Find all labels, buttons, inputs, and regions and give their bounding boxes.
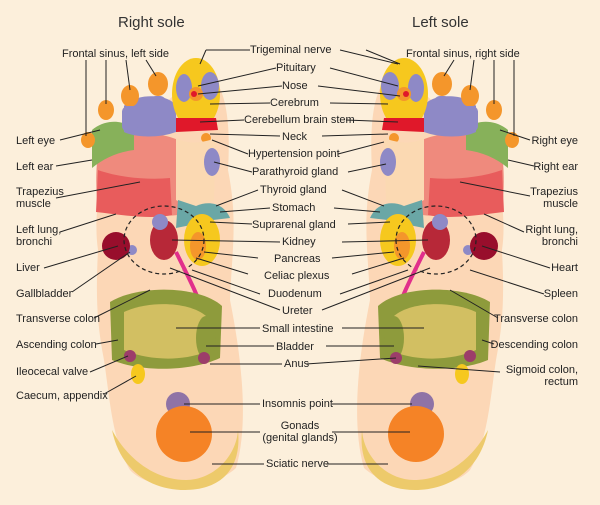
label-cerebellum: Cerebellum brain stem: [244, 114, 355, 126]
label-descending-colon: Descending colon: [490, 339, 578, 351]
label-right-lung: Right lung, bronchi: [500, 224, 578, 248]
label-trapezius-left-line1: Trapezius: [16, 186, 64, 198]
label-neck: Neck: [282, 131, 308, 143]
label-suprarenal-gland: Suprarenal gland: [252, 219, 336, 231]
label-left-ear: Left ear: [16, 161, 54, 173]
label-left-lung-line2: bronchi: [16, 236, 53, 248]
label-pancreas: Pancreas: [274, 253, 321, 265]
label-trapezius-left-line2: muscle: [16, 198, 51, 210]
label-small-intestine: Small intestine: [262, 323, 334, 335]
label-caecum-appendix: Caecum, appendix: [16, 390, 108, 402]
label-insomnia-point: Insomnis point: [262, 398, 333, 410]
label-trigeminal-nerve: Trigeminal nerve: [250, 44, 332, 56]
label-transverse-colon-left: Transverse colon: [16, 313, 100, 325]
label-right-lung-line2: bronchi: [541, 236, 578, 248]
label-sigmoid-line2: rectum: [544, 376, 578, 388]
label-ascending-colon: Ascending colon: [16, 339, 97, 351]
title-left-sole: Left sole: [412, 14, 469, 31]
label-sigmoid-line1: Sigmoid colon,: [505, 364, 578, 376]
label-right-ear: Right ear: [533, 161, 578, 173]
label-left-lung-line1: Left lung,: [16, 224, 62, 236]
label-ureter: Ureter: [282, 305, 313, 317]
label-ileocecal-valve: Ileocecal valve: [16, 366, 89, 378]
label-trapezius-right-line2: muscle: [543, 198, 578, 210]
label-heart: Heart: [551, 262, 578, 274]
label-left-eye: Left eye: [16, 135, 56, 147]
label-trapezius-right-line1: Trapezius: [530, 186, 578, 198]
label-gonads-line2: (genital glands): [262, 432, 338, 444]
label-bladder: Bladder: [276, 341, 314, 353]
label-gonads-line1: Gonads: [280, 420, 320, 432]
label-frontal-sinus-left: Frontal sinus, left side: [62, 48, 169, 60]
label-spleen: Spleen: [543, 288, 578, 300]
label-sigmoid-colon: Sigmoid colon, rectum: [480, 364, 578, 388]
label-parathyroid-gland: Parathyroid gland: [252, 166, 339, 178]
label-trapezius-right: Trapezius muscle: [500, 186, 578, 210]
label-thyroid-gland: Thyroid gland: [260, 184, 327, 196]
label-frontal-sinus-right: Frontal sinus, right side: [406, 48, 520, 60]
leader-lines: [43, 49, 551, 465]
label-anus: Anus: [284, 358, 310, 370]
label-right-eye: Right eye: [531, 135, 578, 147]
label-pituitary: Pituitary: [276, 62, 316, 74]
label-gallbladder: Gallbladder: [16, 288, 73, 300]
label-liver: Liver: [16, 262, 40, 274]
title-right-sole: Right sole: [118, 14, 185, 31]
label-stomach: Stomach: [272, 202, 316, 214]
label-left-lung: Left lung, bronchi: [16, 224, 61, 248]
label-celiac-plexus: Celiac plexus: [264, 270, 330, 282]
label-duodenum: Duodenum: [268, 288, 322, 300]
label-right-lung-line1: Right lung,: [525, 224, 578, 236]
label-trapezius-left: Trapezius muscle: [16, 186, 64, 210]
label-transverse-colon-right: Transverse colon: [494, 313, 578, 325]
label-hypertension-point: Hypertension point: [248, 148, 340, 160]
right-sole: [79, 56, 245, 492]
label-sciatic-nerve: Sciatic nerve: [266, 458, 329, 470]
label-gonads: Gonads (genital glands): [250, 420, 350, 444]
label-cerebrum: Cerebrum: [270, 97, 319, 109]
label-kidney: Kidney: [282, 236, 316, 248]
left-sole: [355, 56, 521, 492]
label-nose: Nose: [282, 80, 308, 92]
